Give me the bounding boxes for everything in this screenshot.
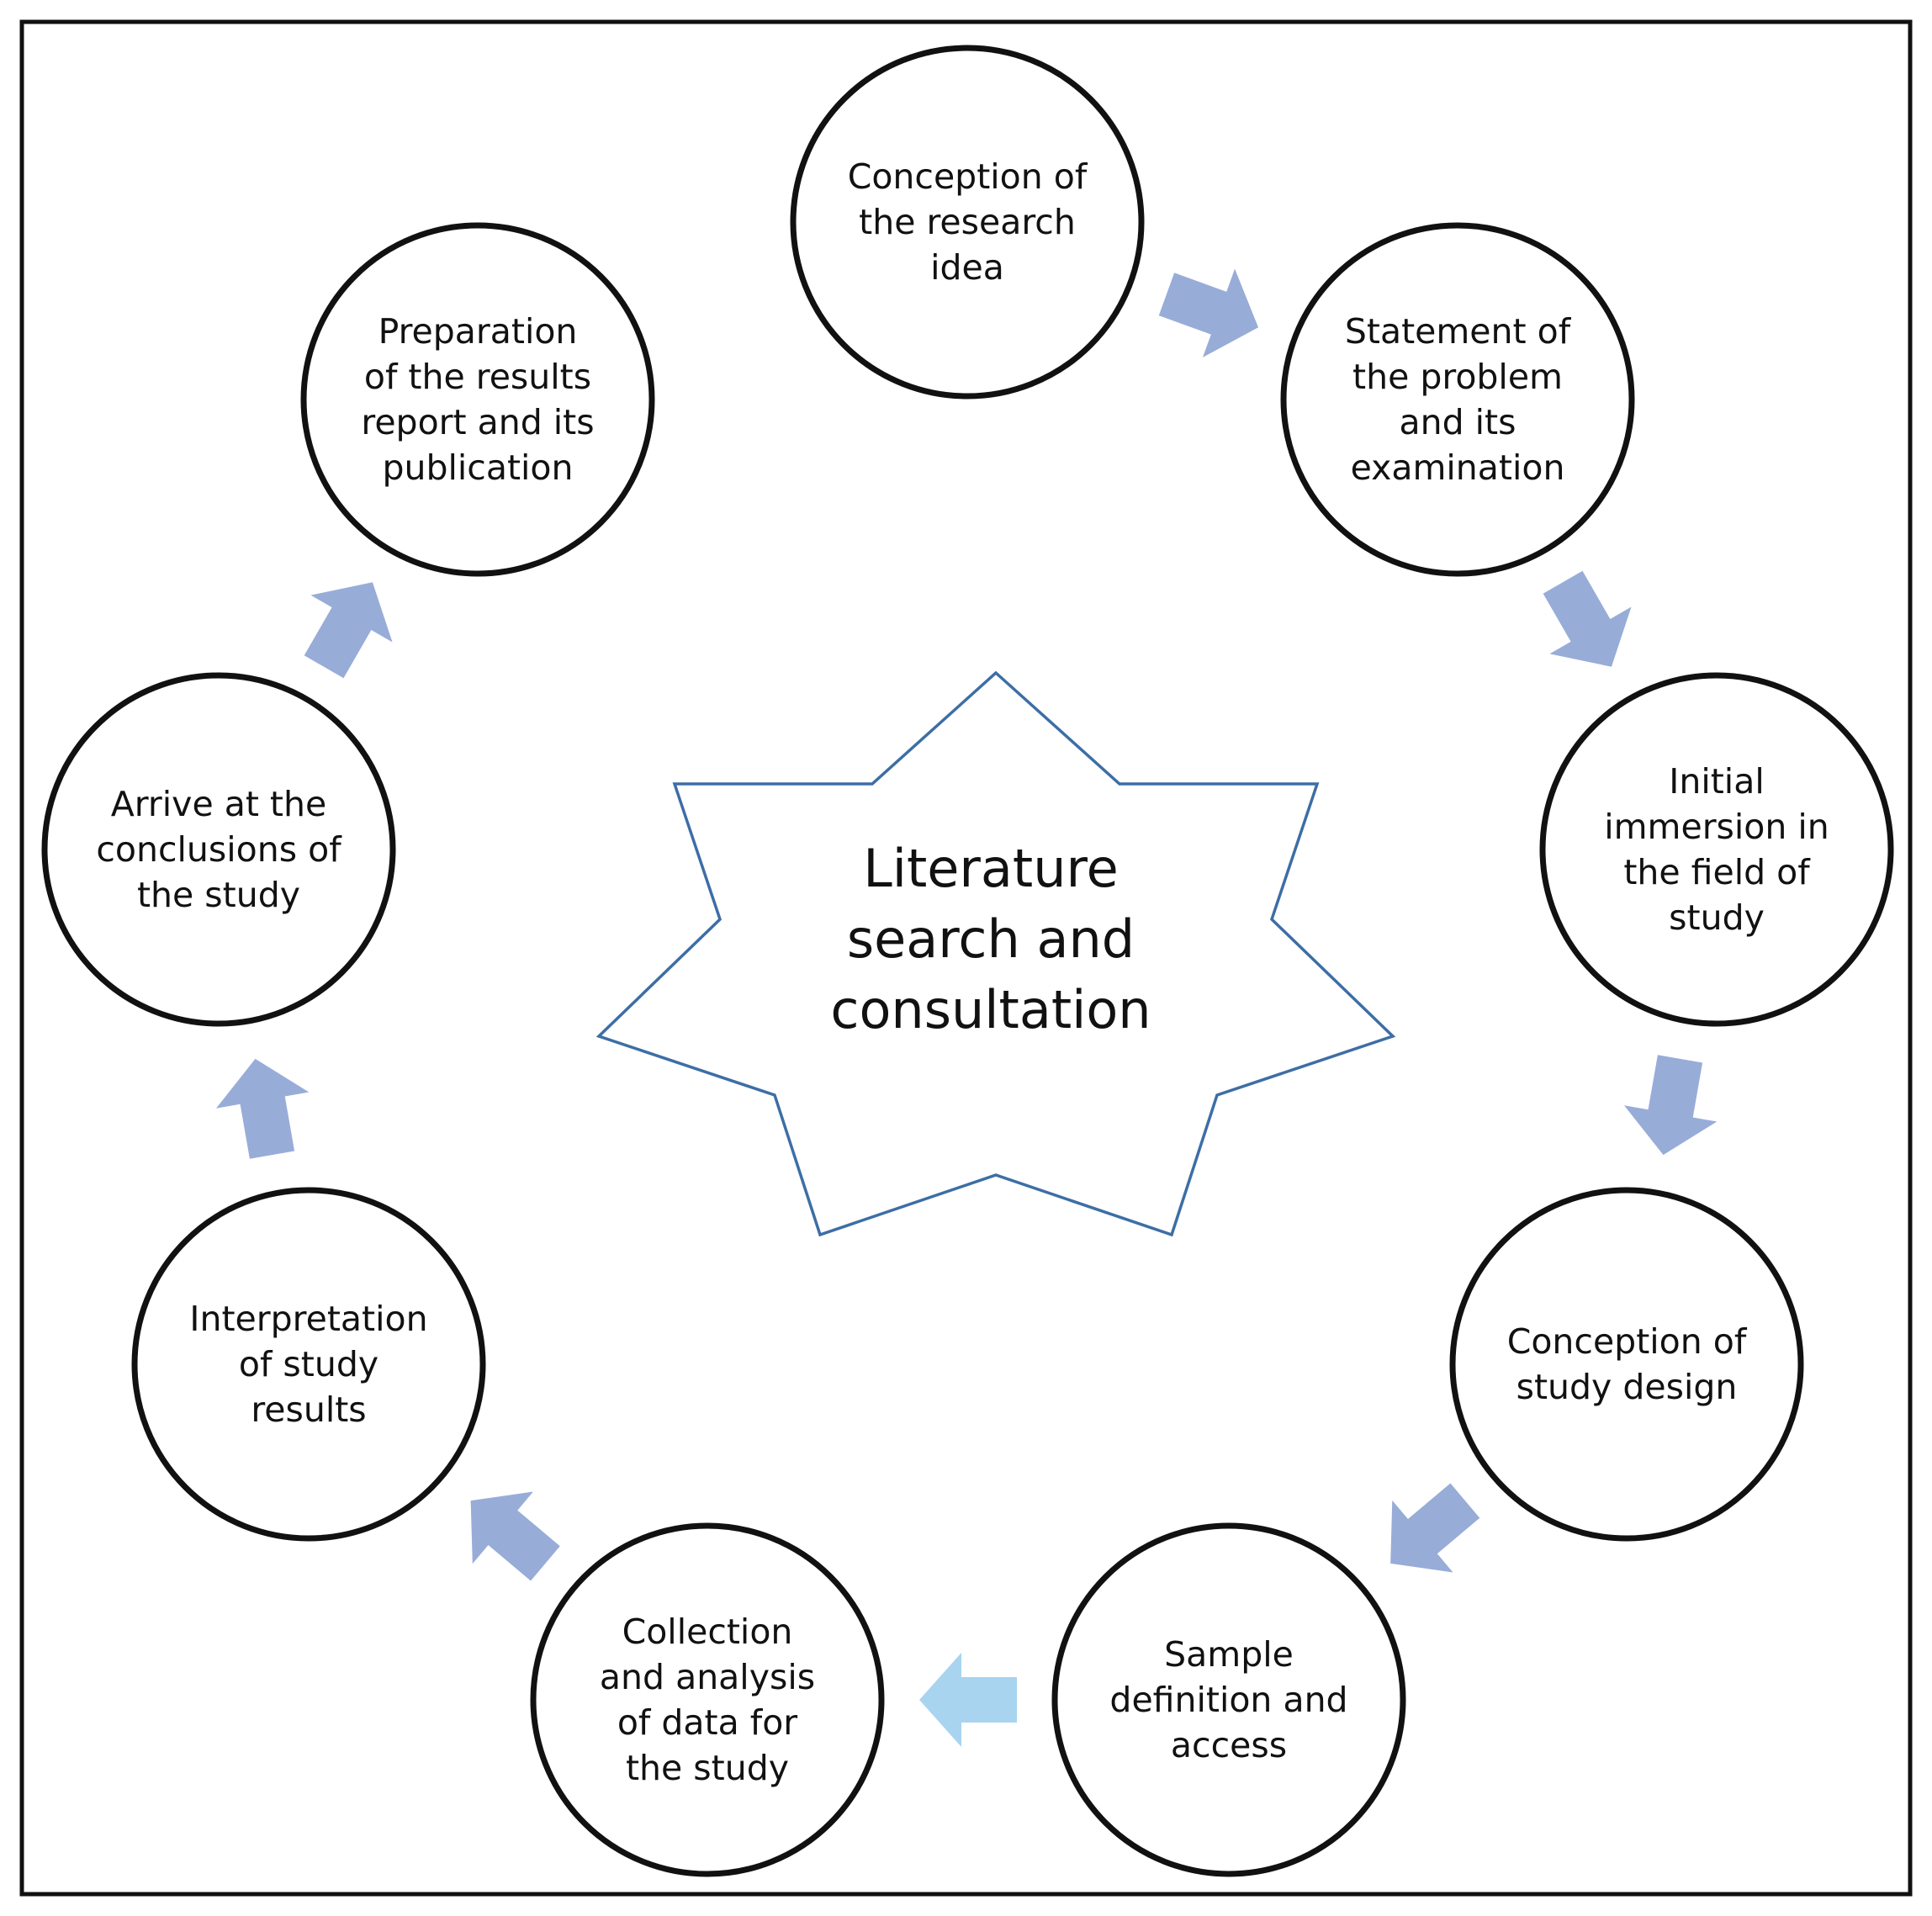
step-circle [1051, 1522, 1406, 1877]
step-label-line: the field of [1623, 852, 1811, 892]
step-label: Sample definition and access [1109, 1634, 1347, 1765]
center-star [595, 670, 1396, 1237]
step-label-line: idea [930, 247, 1004, 288]
step-label: Initial immersion in the field of study [1604, 761, 1829, 938]
flow-arrow [1623, 1055, 1718, 1156]
step-label-line: Interpretation [189, 1299, 427, 1339]
step-label: Collection and analysis of data for the stu… [600, 1612, 815, 1788]
step-label-line: study design [1516, 1367, 1738, 1407]
center-label-line: search and [847, 908, 1135, 970]
step-label-line: of study [239, 1344, 378, 1384]
step-label-line: Sample [1164, 1634, 1294, 1675]
step-label-line: access [1171, 1725, 1287, 1765]
center-label: Literature search and consultation [830, 838, 1151, 1040]
step-label: Conception of study design [1507, 1321, 1748, 1407]
step-circle [1449, 1187, 1804, 1542]
step-node: Arrive at the conclusions of the study [41, 672, 396, 1027]
step-circle [300, 222, 655, 577]
step-node: Conception of study design [1449, 1187, 1804, 1542]
step-label: Conception of the research idea [848, 156, 1088, 288]
flow-arrow [215, 1058, 310, 1159]
step-circle [1539, 672, 1894, 1027]
step-label-line: examination [1351, 447, 1565, 488]
step-label: Interpretation of study results [189, 1299, 427, 1430]
step-label-line: Arrive at the [111, 784, 326, 824]
step-circle [530, 1522, 885, 1877]
step-circle [790, 45, 1145, 400]
step-label-line: and analysis [600, 1657, 815, 1697]
center-label-line: Literature [863, 838, 1119, 899]
step-circle [1280, 222, 1635, 577]
step-label-line: conclusions of [96, 829, 342, 870]
step-node: Conception of the research idea [790, 45, 1145, 400]
step-label-line: report and its [361, 402, 594, 442]
step-node: Collection and analysis of data for the stu… [530, 1522, 885, 1877]
flow-arrow [1543, 570, 1632, 667]
step-circle [131, 1187, 486, 1542]
step-label-line: results [251, 1389, 366, 1430]
step-node: Sample definition and access [1051, 1522, 1406, 1877]
step-label-line: Statement of [1345, 311, 1572, 352]
step-node: Statement of the problem and its examinatio… [1280, 222, 1635, 577]
flow-arrow [1390, 1483, 1480, 1573]
center-label-line: consultation [830, 979, 1151, 1040]
step-label-line: Preparation [378, 311, 578, 352]
step-label-line: of data for [617, 1702, 797, 1743]
step-label-line: Conception of [848, 156, 1088, 197]
step-label-line: of the results [364, 357, 591, 397]
step-label-line: Conception of [1507, 1321, 1748, 1362]
step-label-line: Initial [1669, 761, 1764, 802]
step-label-line: publication [382, 447, 573, 488]
step-node: Preparation of the results report and its p… [300, 222, 655, 577]
step-label-line: Collection [622, 1612, 793, 1652]
step-label: Preparation of the results report and its p… [361, 311, 594, 488]
flow-arrow [304, 582, 393, 679]
step-circle [41, 672, 396, 1027]
step-label-line: definition and [1109, 1680, 1347, 1720]
step-label-line: immersion in [1604, 807, 1829, 847]
step-node: Initial immersion in the field of study [1539, 672, 1894, 1027]
flow-arrow [1158, 268, 1259, 357]
step-label-line: and its [1400, 402, 1516, 442]
step-label: Statement of the problem and its examinatio… [1345, 311, 1572, 488]
flow-arrow [470, 1491, 560, 1581]
step-label-line: the problem [1352, 357, 1563, 397]
step-label-line: the study [626, 1748, 789, 1788]
step-label: Arrive at the conclusions of the study [96, 784, 342, 915]
step-label-line: study [1669, 897, 1765, 938]
flow-arrow [919, 1653, 1017, 1747]
step-label-line: the research [859, 202, 1076, 242]
step-node: Interpretation of study results [131, 1187, 486, 1542]
step-label-line: the study [137, 875, 300, 915]
